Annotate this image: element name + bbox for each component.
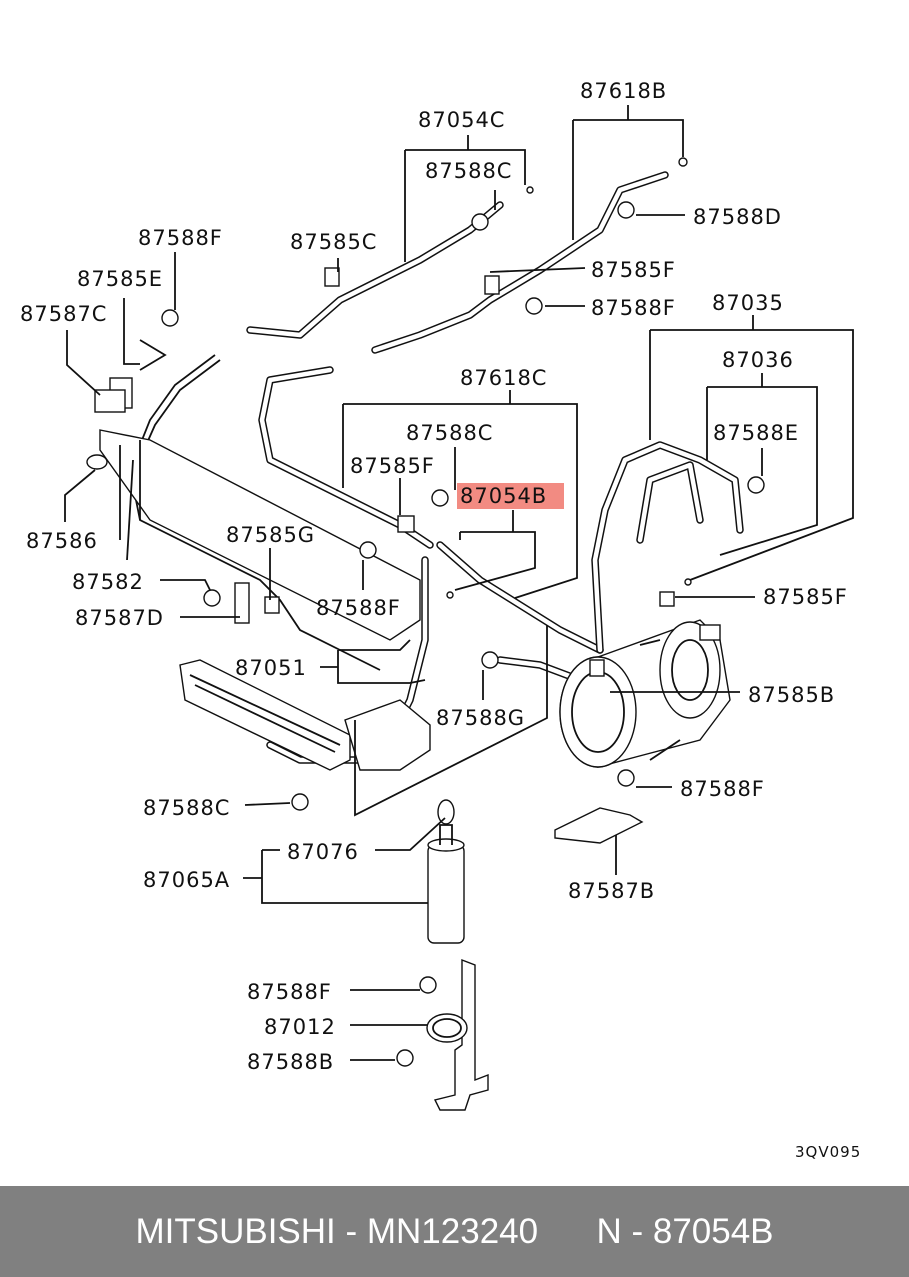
diagram-code: 3QV095 bbox=[795, 1143, 861, 1161]
label-87585F-right[interactable]: 87585F bbox=[763, 585, 848, 609]
highlight-box bbox=[457, 483, 564, 509]
label-87585B[interactable]: 87585B bbox=[748, 683, 835, 707]
label-87618B[interactable]: 87618B bbox=[580, 79, 667, 103]
footer-gap bbox=[538, 1212, 596, 1252]
label-87588F-mid[interactable]: 87588F bbox=[316, 596, 401, 620]
footer-sep-1: - bbox=[335, 1211, 367, 1251]
label-87588C-top[interactable]: 87588C bbox=[425, 159, 512, 183]
label-87054B[interactable]: 87054B bbox=[460, 484, 547, 508]
label-87585G[interactable]: 87585G bbox=[226, 523, 315, 547]
label-87012[interactable]: 87012 bbox=[264, 1015, 336, 1039]
label-87582[interactable]: 87582 bbox=[72, 570, 144, 594]
label-87585E[interactable]: 87585E bbox=[77, 267, 163, 291]
compressor bbox=[559, 619, 731, 768]
label-87588F-right[interactable]: 87588F bbox=[591, 296, 676, 320]
fasteners bbox=[86, 157, 765, 1067]
parts-diagram: 87618B 87054C 87588C 87588D 87588F 87585… bbox=[20, 79, 861, 1161]
label-87036[interactable]: 87036 bbox=[722, 348, 794, 372]
label-87588F-left[interactable]: 87588F bbox=[138, 226, 223, 250]
label-87035[interactable]: 87035 bbox=[712, 291, 784, 315]
bracket-87012 bbox=[426, 958, 489, 1111]
label-87588E[interactable]: 87588E bbox=[713, 421, 799, 445]
label-87588D[interactable]: 87588D bbox=[693, 205, 782, 229]
label-87588C-mid[interactable]: 87588C bbox=[406, 421, 493, 445]
label-87587D[interactable]: 87587D bbox=[75, 606, 164, 630]
label-87587B[interactable]: 87587B bbox=[568, 879, 655, 903]
footer-part-number: MN123240 bbox=[366, 1211, 539, 1251]
label-87618C[interactable]: 87618C bbox=[460, 366, 547, 390]
footer-ref-prefix: N bbox=[596, 1211, 622, 1251]
label-87588F-comp[interactable]: 87588F bbox=[680, 777, 765, 801]
footer-brand: MITSUBISHI bbox=[135, 1211, 336, 1251]
footer-ref-code: 87054B bbox=[652, 1211, 774, 1251]
label-87051[interactable]: 87051 bbox=[235, 656, 307, 680]
label-87585F-mid[interactable]: 87585F bbox=[350, 454, 435, 478]
label-87588G[interactable]: 87588G bbox=[436, 706, 525, 730]
bracket-87587B bbox=[554, 807, 644, 844]
label-87586[interactable]: 87586 bbox=[26, 529, 98, 553]
leader-lines bbox=[64, 105, 854, 1061]
label-87588C-low[interactable]: 87588C bbox=[143, 796, 230, 820]
footer-sep-2: - bbox=[621, 1211, 653, 1251]
label-87065A[interactable]: 87065A bbox=[143, 868, 230, 892]
label-87588B[interactable]: 87588B bbox=[247, 1050, 334, 1074]
receiver-drier bbox=[427, 799, 465, 944]
label-87585C[interactable]: 87585C bbox=[290, 230, 377, 254]
label-87587C[interactable]: 87587C bbox=[20, 302, 107, 326]
label-87585F-top[interactable]: 87585F bbox=[591, 258, 676, 282]
label-87588F-bottom[interactable]: 87588F bbox=[247, 980, 332, 1004]
label-87054C[interactable]: 87054C bbox=[418, 108, 505, 132]
label-87076[interactable]: 87076 bbox=[287, 840, 359, 864]
condenser bbox=[99, 429, 431, 771]
footer-bar: MITSUBISHI - MN123240 N - 87054B bbox=[0, 1186, 909, 1277]
part-labels: 87618B 87054C 87588C 87588D 87588F 87585… bbox=[20, 79, 861, 1161]
